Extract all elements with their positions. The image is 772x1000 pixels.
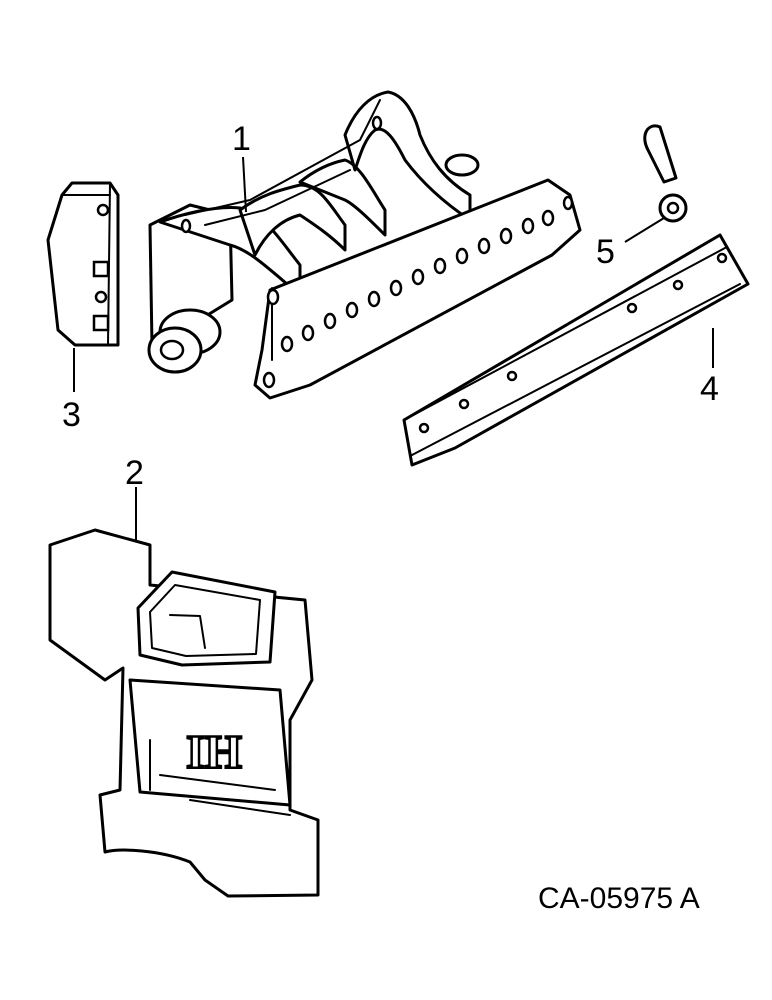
callout-3: 3 [62,396,81,434]
ih-logo: IH [186,726,242,779]
leader-lines [73,156,714,540]
part-2-front-weight: IH [48,528,320,898]
pivot-boss [147,308,222,374]
side-plate-holes [180,115,574,389]
figure-code: CA-05975 A [538,882,700,915]
callout-1: 1 [232,120,251,158]
part-5-bolt [643,124,688,223]
callout-2: 2 [125,454,144,492]
part-3-spacer-block [46,181,120,347]
callout-4: 4 [700,370,719,408]
callout-5: 5 [596,233,615,271]
part-1-weight-bracket [147,90,582,400]
part-4-angle-strip [402,233,750,467]
